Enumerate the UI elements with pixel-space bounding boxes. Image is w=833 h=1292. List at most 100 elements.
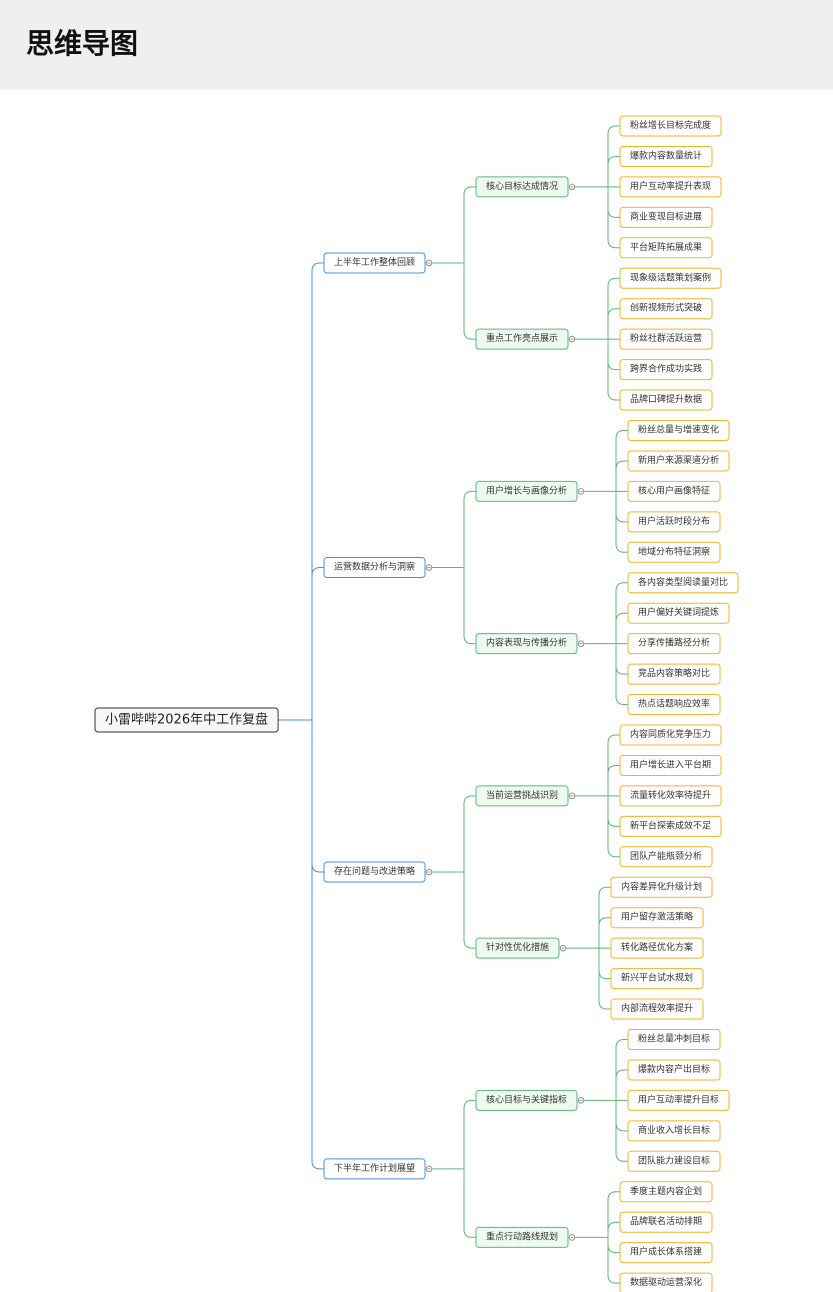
leaf-node[interactable]: 热点话题响应效率 (627, 694, 721, 716)
leaf-node[interactable]: 用户活跃时段分布 (627, 511, 721, 533)
sub-branch-2-2[interactable]: 内容表现与传播分析 (475, 633, 578, 655)
leaf-node[interactable]: 平台矩阵拓展成果 (619, 237, 713, 259)
edge-leaf-4-2-1 (607, 1191, 620, 1238)
leaf-node[interactable]: 新兴平台试水规划 (610, 968, 704, 990)
leaf-node[interactable]: 用户偏好关键词提炼 (627, 602, 730, 624)
sub-branch-1-2[interactable]: 重点工作亮点展示 (475, 328, 569, 350)
leaf-node[interactable]: 商业变现目标进展 (619, 206, 713, 228)
leaf-node-box (627, 1059, 721, 1081)
root-node-label: 小雷哔哔2026年中工作复盘 (105, 712, 268, 728)
leaf-node[interactable]: 粉丝社群活跃运营 (619, 328, 713, 350)
branch-4[interactable]: 下半年工作计划展望 (323, 1158, 426, 1180)
leaf-node[interactable]: 数据驱动运营深化 (619, 1272, 713, 1292)
edge-branch-3-to-sub-2 (463, 872, 476, 949)
leaf-node[interactable]: 用户留存激活策略 (610, 907, 704, 929)
leaf-node-box (627, 541, 721, 563)
sub-branch-4-2-box (475, 1226, 569, 1248)
leaf-node[interactable]: 分享传播路径分析 (627, 633, 721, 655)
sub-branch-4-2[interactable]: 重点行动路线规划 (475, 1226, 569, 1248)
edge-leaf-1-2-5 (607, 339, 620, 401)
leaf-node[interactable]: 季度主题内容企划 (619, 1181, 713, 1203)
edge-leaf-3-1-1 (607, 734, 620, 796)
sub-branch-3-2-box (475, 937, 560, 959)
leaf-node[interactable]: 流量转化效率待提升 (619, 785, 722, 807)
leaf-node[interactable]: 品牌口碑提升数据 (619, 389, 713, 411)
leaf-node-box (619, 1181, 713, 1203)
leaf-node[interactable]: 粉丝增长目标完成度 (619, 115, 722, 137)
edge-leaf-3-2-1 (598, 886, 611, 949)
leaf-node[interactable]: 品牌联名活动排期 (619, 1211, 713, 1233)
leaf-node-label: 流量转化效率待提升 (630, 789, 711, 801)
edge-leaf-4-1-2 (615, 1069, 628, 1101)
leaf-node[interactable]: 爆款内容数量统计 (619, 145, 713, 167)
leaf-node-box (627, 572, 739, 594)
branch-1-box (323, 252, 426, 274)
leaf-node-label: 热点话题响应效率 (638, 698, 710, 710)
sub-branch-3-1[interactable]: 当前运营挑战识别 (475, 785, 569, 807)
leaf-node[interactable]: 粉丝总量冲刺目标 (627, 1029, 721, 1050)
root-node[interactable]: 小雷哔哔2026年中工作复盘 (94, 707, 279, 733)
leaf-node[interactable]: 粉丝总量与增速变化 (627, 420, 730, 441)
leaf-node-label: 现象级话题策划案例 (630, 271, 711, 283)
leaf-node[interactable]: 内部流程效率提升 (610, 998, 704, 1020)
leaf-node[interactable]: 各内容类型阅读量对比 (627, 572, 739, 594)
leaf-node[interactable]: 现象级话题策划案例 (619, 267, 722, 289)
leaf-node[interactable]: 核心用户画像特征 (627, 480, 721, 502)
edge-root-to-branch-4 (311, 720, 324, 1170)
sub-branch-2-1[interactable]: 用户增长与画像分析 (475, 480, 578, 502)
leaf-node-box (627, 1150, 721, 1172)
leaf-node-label: 用户留存激活策略 (621, 911, 693, 923)
sub-branch-2-2-label: 内容表现与传播分析 (486, 637, 567, 649)
edge-leaf-1-1-1 (607, 125, 620, 187)
leaf-node[interactable]: 用户互动率提升表现 (619, 176, 722, 198)
leaf-node[interactable]: 用户成长体系搭建 (619, 1242, 713, 1264)
leaf-node[interactable]: 新用户来源渠道分析 (627, 450, 730, 472)
leaf-node-box (619, 785, 722, 807)
leaf-node-box (619, 389, 713, 411)
leaf-node[interactable]: 内容差异化升级计划 (610, 876, 713, 898)
leaf-node-box (619, 237, 713, 259)
leaf-node-box (619, 298, 713, 320)
leaf-node-label: 团队产能瓶颈分析 (630, 850, 702, 862)
sub-branch-2-1-label: 用户增长与画像分析 (486, 484, 567, 496)
branch-3[interactable]: 存在问题与改进策略 (323, 861, 426, 883)
edge-branch-4-to-sub-2 (463, 1168, 476, 1238)
sub-branch-3-1-label: 当前运营挑战识别 (486, 789, 558, 801)
leaf-node-label: 平台矩阵拓展成果 (630, 241, 702, 253)
leaf-node-box (610, 876, 713, 898)
leaf-node-label: 用户活跃时段分布 (638, 515, 710, 527)
leaf-node-label: 粉丝增长目标完成度 (630, 119, 711, 131)
sub-branch-3-2[interactable]: 针对性优化措施 (475, 937, 560, 959)
leaf-node[interactable]: 新平台探索成效不足 (619, 815, 722, 837)
leaf-node-box (627, 480, 721, 502)
edge-leaf-1-1-4 (607, 186, 620, 218)
leaf-node[interactable]: 用户增长进入平台期 (619, 754, 722, 776)
branch-3-box (323, 861, 426, 883)
leaf-node[interactable]: 团队能力建设目标 (627, 1150, 721, 1172)
leaf-node-label: 团队能力建设目标 (638, 1154, 710, 1166)
leaf-node[interactable]: 创新视频形式突破 (619, 298, 713, 320)
branch-2[interactable]: 运营数据分析与洞察 (323, 557, 426, 579)
leaf-node[interactable]: 用户互动率提升目标 (627, 1089, 730, 1111)
leaf-node-label: 季度主题内容企划 (630, 1185, 702, 1197)
sub-branch-4-1[interactable]: 核心目标与关键指标 (475, 1089, 578, 1111)
leaf-node[interactable]: 爆款内容产出目标 (627, 1059, 721, 1081)
leaf-node[interactable]: 内容同质化竞争压力 (619, 724, 722, 746)
leaf-node-label: 粉丝社群活跃运营 (630, 332, 702, 344)
leaf-node-box (627, 663, 721, 685)
leaf-node[interactable]: 竞品内容策略对比 (627, 663, 721, 685)
edge-leaf-2-2-4 (615, 643, 628, 675)
leaf-node[interactable]: 转化路径优化方案 (610, 937, 704, 959)
leaf-node[interactable]: 跨界合作成功实践 (619, 359, 713, 381)
header-bar: 思维导图 (0, 0, 833, 90)
sub-branch-1-1[interactable]: 核心目标达成情况 (475, 176, 569, 198)
leaf-node[interactable]: 商业收入增长目标 (627, 1120, 721, 1142)
leaf-node[interactable]: 团队产能瓶颈分析 (619, 846, 713, 868)
leaf-node[interactable]: 地域分布特征洞察 (627, 541, 721, 563)
leaf-node-label: 新平台探索成效不足 (630, 819, 711, 831)
branch-1[interactable]: 上半年工作整体回顾 (323, 252, 426, 274)
edge-branch-2-to-sub-1 (463, 490, 476, 568)
leaf-node-box (627, 1029, 721, 1050)
edge-leaf-4-2-2 (607, 1221, 620, 1238)
